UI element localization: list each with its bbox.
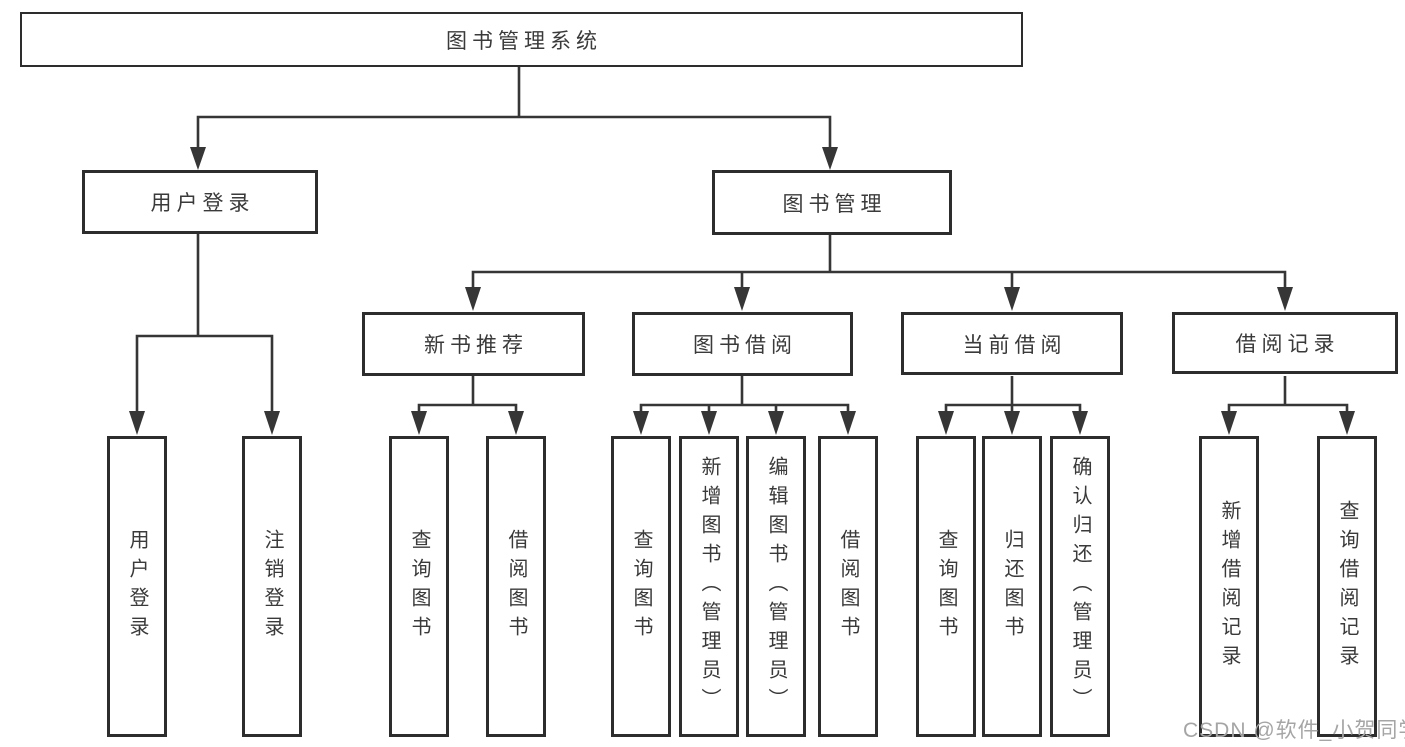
node-new-book-recommendation: 新书推荐 — [362, 312, 585, 376]
leaf-user-login: 用户登录 — [107, 436, 167, 737]
csdn-watermark: CSDN @软件_小贺同学 — [1183, 719, 1405, 742]
node-book-management: 图书管理 — [712, 170, 952, 235]
leaf-query-books-current: 查询图书 — [916, 436, 976, 737]
leaf-query-books-recommend: 查询图书 — [389, 436, 449, 737]
leaf-return-book: 归还图书 — [982, 436, 1042, 737]
leaf-borrow-books-recommend: 借阅图书 — [486, 436, 546, 737]
leaf-logout: 注销登录 — [242, 436, 302, 737]
leaf-query-books-borrow: 查询图书 — [611, 436, 671, 737]
leaf-add-book-admin: 新增图书（管理员） — [679, 436, 739, 737]
leaf-query-borrow-record: 查询借阅记录 — [1317, 436, 1377, 737]
node-user-login: 用户登录 — [82, 170, 318, 234]
node-borrowing-records: 借阅记录 — [1172, 312, 1398, 374]
node-current-borrowing: 当前借阅 — [901, 312, 1123, 375]
leaf-edit-book-admin: 编辑图书（管理员） — [746, 436, 806, 737]
arrowheads — [129, 147, 1355, 435]
leaf-borrow-books: 借阅图书 — [818, 436, 878, 737]
leaf-confirm-return-admin: 确认归还（管理员） — [1050, 436, 1110, 737]
node-book-borrowing: 图书借阅 — [632, 312, 853, 376]
leaf-add-borrow-record: 新增借阅记录 — [1199, 436, 1259, 737]
node-root-system: 图书管理系统 — [20, 12, 1023, 67]
